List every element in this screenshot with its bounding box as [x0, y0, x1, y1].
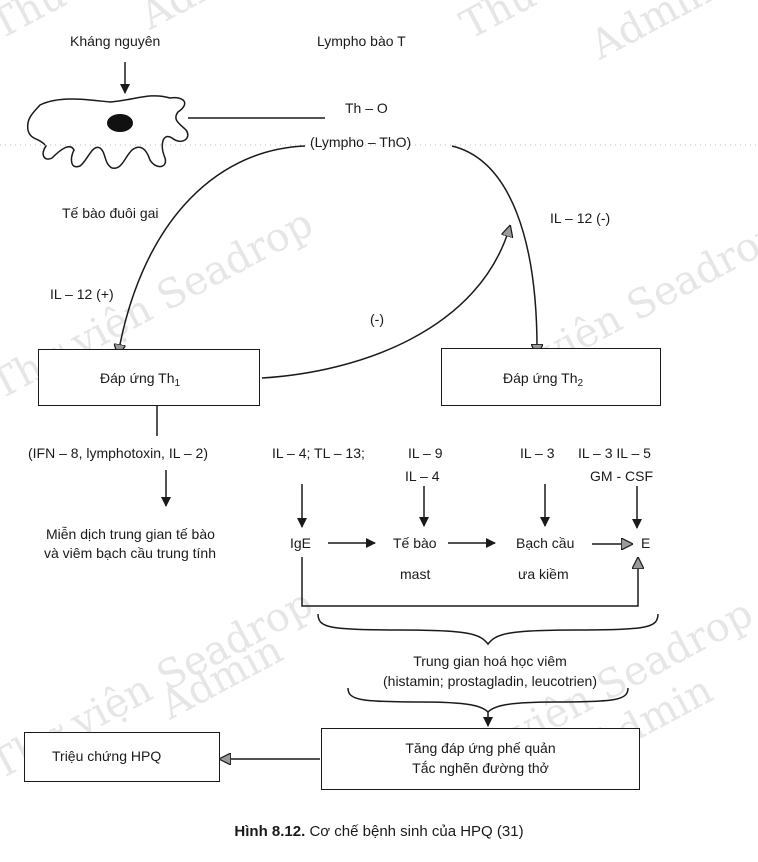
- th1-subscript: 1: [174, 378, 181, 389]
- il12-negative-arrow: [451, 145, 537, 355]
- mediators-line1: Trung gian hoá học viêm: [413, 653, 567, 669]
- cellular-immunity-line1: Miễn dịch trung gian tế bào: [46, 526, 215, 542]
- inhibition-label: (-): [370, 311, 384, 327]
- antigen-label: Kháng nguyên: [70, 33, 161, 49]
- il3-il5-label: IL – 3 IL – 5: [578, 445, 651, 461]
- th1-response-box: [38, 349, 260, 406]
- ige-label: IgE: [290, 535, 312, 551]
- th2-response-box: [441, 348, 661, 406]
- il12-positive-arrow: [118, 145, 306, 355]
- curly-brace: [317, 613, 659, 646]
- t-lymphocyte-label: Lympho bào T: [317, 33, 406, 49]
- il12-positive-label: IL – 12 (+): [50, 286, 114, 302]
- th1-cytokines-label: (IFN – 8, lymphotoxin, IL – 2): [28, 445, 208, 461]
- caption-text: Cơ chế bệnh sinh của HPQ (31): [309, 823, 524, 840]
- symptoms-label: Triệu chứng HPQ: [52, 748, 162, 764]
- bronchial-box: [321, 728, 640, 790]
- th2-subscript: 2: [577, 378, 584, 389]
- th0-label: Th – O: [345, 100, 388, 116]
- th1-response-label: Đáp ứng Th1: [100, 370, 181, 389]
- mast-label-line2: mast: [400, 566, 431, 582]
- mediators-line2: (histamin; prostagladin, leucotrien): [383, 673, 597, 689]
- il4-tl13-label: IL – 4; TL – 13;: [272, 445, 365, 461]
- basophil-label-line2: ưa kiềm: [518, 566, 569, 582]
- ige-to-e-loop: [301, 557, 638, 607]
- gm-csf-label: GM - CSF: [590, 468, 653, 484]
- il3-label: IL – 3: [520, 445, 555, 461]
- th2-response-label: Đáp ứng Th2: [503, 370, 584, 389]
- symptoms-box: [24, 732, 220, 782]
- dendritic-cell-label: Tế bào đuôi gai: [62, 205, 159, 221]
- caption-prefix: Hình 8.12.: [234, 823, 306, 840]
- basophil-label-line1: Bạch cầu: [516, 535, 575, 551]
- mast-label-line1: Tế bào: [393, 535, 437, 551]
- lympho-th0-label: (Lympho – ThO): [310, 134, 412, 150]
- cellular-immunity-line2: và viêm bạch cầu trung tính: [44, 545, 216, 561]
- il9-label: IL – 9: [408, 445, 443, 461]
- bronchial-line1: Tăng đáp ứng phế quản: [405, 740, 556, 756]
- dendritic-cell-shape: [26, 95, 189, 169]
- mediators-brace: [347, 687, 629, 714]
- il12-negative-label: IL – 12 (-): [550, 210, 611, 226]
- figure-caption: Hình 8.12. Cơ chế bệnh sinh của HPQ (31): [0, 823, 758, 840]
- eosinophil-label: E: [641, 535, 651, 551]
- il4-label: IL – 4: [405, 468, 440, 484]
- bronchial-line2: Tắc nghẽn đường thở: [412, 760, 549, 776]
- th1-inhibits-th2-arrow: [261, 226, 510, 379]
- cell-nucleus: [107, 114, 133, 132]
